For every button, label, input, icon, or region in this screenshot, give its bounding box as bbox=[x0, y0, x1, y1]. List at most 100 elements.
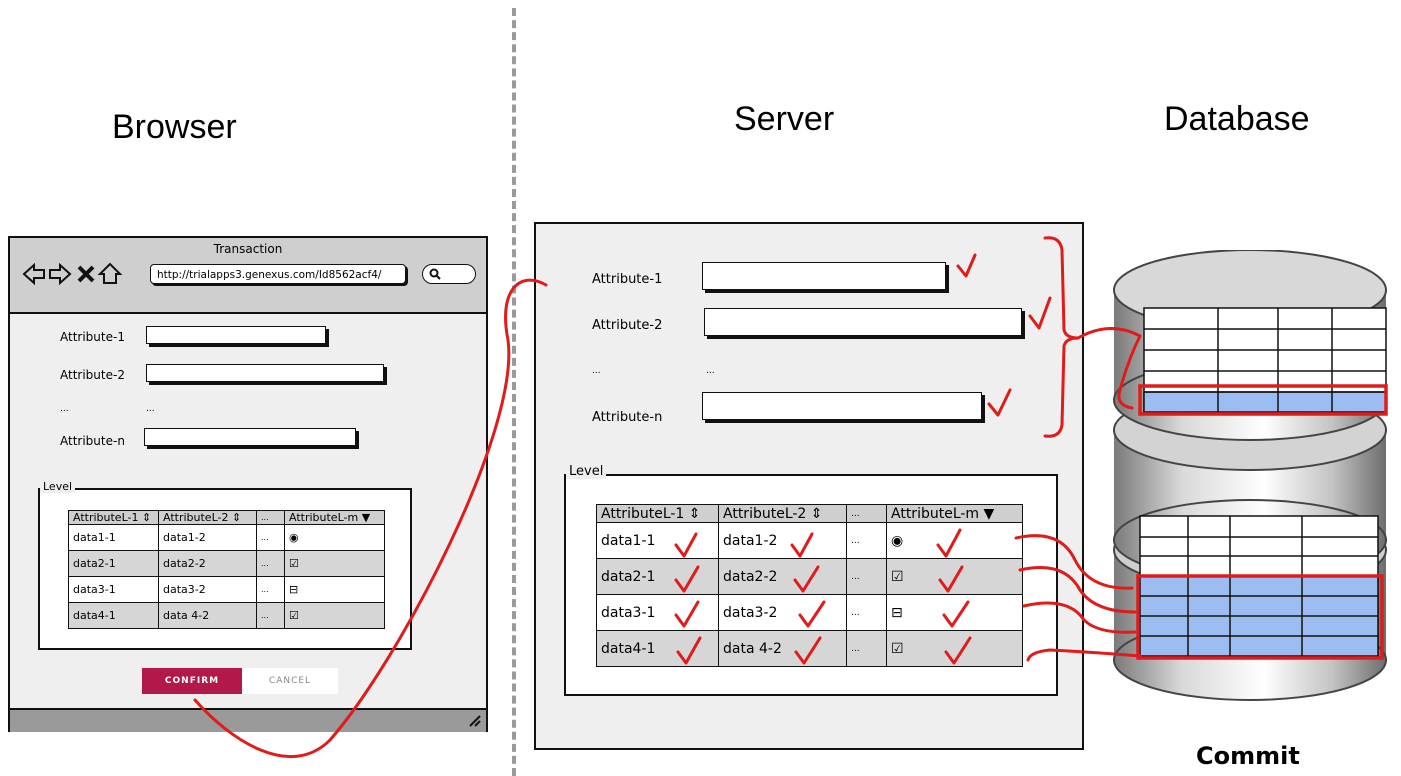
checkmark-icon bbox=[987, 388, 1012, 417]
checkmark-icon bbox=[674, 600, 700, 628]
table-cell: data2-1 bbox=[596, 558, 719, 595]
attribute-label: Attribute-2 bbox=[60, 368, 125, 382]
table-cell: data2-2 bbox=[158, 550, 257, 577]
window-title: Transaction bbox=[213, 242, 283, 256]
sort-icon: ⇕ bbox=[810, 505, 823, 522]
confirm-button[interactable]: CONFIRM bbox=[142, 668, 242, 694]
connector-line bbox=[1018, 566, 1137, 614]
checkmark-icon bbox=[794, 636, 822, 665]
table-cell: ... bbox=[846, 522, 887, 559]
search-field[interactable] bbox=[422, 264, 476, 284]
attribute-label: Attribute-1 bbox=[592, 272, 663, 287]
level-grid: AttributeL-1 ⇕ AttributeL-2 ⇕ ... Attrib… bbox=[68, 510, 385, 629]
table-cell: ... bbox=[846, 558, 887, 595]
attribute-n-input[interactable] bbox=[144, 428, 356, 446]
attribute-label: ... bbox=[592, 366, 601, 376]
attribute-label: Attribute-2 bbox=[592, 318, 663, 333]
table-cell: data4-1 bbox=[596, 630, 719, 667]
table-cell: data4-1 bbox=[68, 602, 159, 629]
checkmark-icon bbox=[944, 636, 972, 665]
table-cell: ... bbox=[846, 594, 887, 631]
commit-label: Commit bbox=[1196, 742, 1300, 770]
checkmark-icon bbox=[956, 253, 977, 278]
server-attribute-n bbox=[702, 392, 982, 420]
checkbox-icon[interactable]: ☑ bbox=[284, 602, 385, 629]
highlight-rows-bottom bbox=[1136, 574, 1384, 660]
sort-icon: ⇕ bbox=[688, 505, 701, 522]
checkmark-icon bbox=[798, 600, 826, 628]
checkbox-icon: ☑ bbox=[886, 558, 1023, 595]
table-cell: data2-2 bbox=[718, 558, 847, 595]
server-heading: Server bbox=[734, 100, 835, 138]
table-cell: ... bbox=[256, 550, 285, 577]
back-arrow-icon[interactable] bbox=[22, 262, 45, 286]
status-bar bbox=[10, 708, 486, 732]
checkbox-icon[interactable]: ☑ bbox=[284, 550, 385, 577]
checkmark-icon bbox=[676, 636, 702, 665]
column-header: AttributeL-1 ⇕ bbox=[596, 504, 719, 523]
table-cell: data 4-2 bbox=[718, 630, 847, 667]
connector-line bbox=[1022, 601, 1137, 634]
divider-line bbox=[512, 8, 516, 776]
radio-icon[interactable]: ◉ bbox=[284, 524, 385, 551]
table-cell: data1-1 bbox=[596, 522, 719, 559]
table-cell: data1-2 bbox=[718, 522, 847, 559]
level-label: Level bbox=[566, 464, 607, 479]
dropdown-icon: ▼ bbox=[983, 505, 995, 522]
table-cell: data3-1 bbox=[68, 576, 159, 603]
column-header[interactable]: AttributeL-1 ⇕ bbox=[68, 510, 159, 525]
checkmark-icon bbox=[942, 600, 970, 628]
home-icon[interactable] bbox=[97, 262, 123, 284]
table-cell: ... bbox=[256, 602, 285, 629]
ellipsis-value: ... bbox=[706, 366, 715, 376]
bracket-icon bbox=[1043, 236, 1080, 438]
column-header: ... bbox=[846, 504, 887, 523]
browser-heading: Browser bbox=[112, 108, 237, 146]
forward-arrow-icon[interactable] bbox=[49, 262, 72, 286]
highlight-row-top bbox=[1138, 384, 1388, 416]
database-table-bottom bbox=[1139, 515, 1379, 657]
database-table-top bbox=[1143, 307, 1387, 413]
table-cell: data2-1 bbox=[68, 550, 159, 577]
checkmark-icon bbox=[790, 532, 814, 558]
checkmark-icon bbox=[793, 565, 820, 593]
close-icon[interactable] bbox=[77, 265, 95, 283]
database-heading: Database bbox=[1164, 100, 1310, 138]
server-attribute-2 bbox=[704, 308, 1022, 336]
browser-window: Transaction http://trialapps3.genexus.co… bbox=[8, 236, 488, 732]
checkmark-icon bbox=[938, 565, 964, 593]
server-attribute-1 bbox=[702, 262, 946, 290]
column-header[interactable]: AttributeL-2 ⇕ bbox=[158, 510, 257, 525]
cancel-button[interactable]: CANCEL bbox=[242, 668, 338, 694]
connector-line bbox=[1076, 326, 1142, 410]
table-cell: data 4-2 bbox=[158, 602, 257, 629]
connector-line bbox=[1014, 534, 1134, 590]
checkmark-icon bbox=[674, 565, 700, 593]
checkmark-icon bbox=[1028, 296, 1052, 330]
server-window: Attribute-1 Attribute-2 ... ... Attribut… bbox=[534, 222, 1084, 750]
resize-handle-icon[interactable] bbox=[466, 712, 482, 728]
attribute-label: Attribute-1 bbox=[60, 330, 125, 344]
sort-icon[interactable]: ⇕ bbox=[141, 511, 152, 524]
checkmark-icon bbox=[674, 532, 698, 558]
database-cylinder bbox=[1113, 250, 1388, 701]
server-level-grid: AttributeL-1 ⇕ AttributeL-2 ⇕ ... Attrib… bbox=[596, 504, 1023, 667]
search-icon bbox=[429, 268, 441, 280]
connector-line bbox=[1026, 648, 1142, 662]
attribute-2-input[interactable] bbox=[146, 364, 384, 382]
column-header: ... bbox=[256, 510, 285, 525]
ellipsis-value: ... bbox=[146, 404, 155, 414]
url-bar[interactable]: http://trialapps3.genexus.com/Id8562acf4… bbox=[150, 264, 406, 284]
browser-nav-icons bbox=[22, 262, 123, 286]
sort-icon[interactable]: ⇕ bbox=[231, 511, 242, 524]
table-cell: ... bbox=[846, 630, 887, 667]
attribute-1-input[interactable] bbox=[146, 326, 326, 344]
attribute-label: ... bbox=[60, 404, 69, 414]
level-label: Level bbox=[40, 480, 76, 493]
dropdown-icon[interactable]: ▼ bbox=[361, 511, 371, 524]
